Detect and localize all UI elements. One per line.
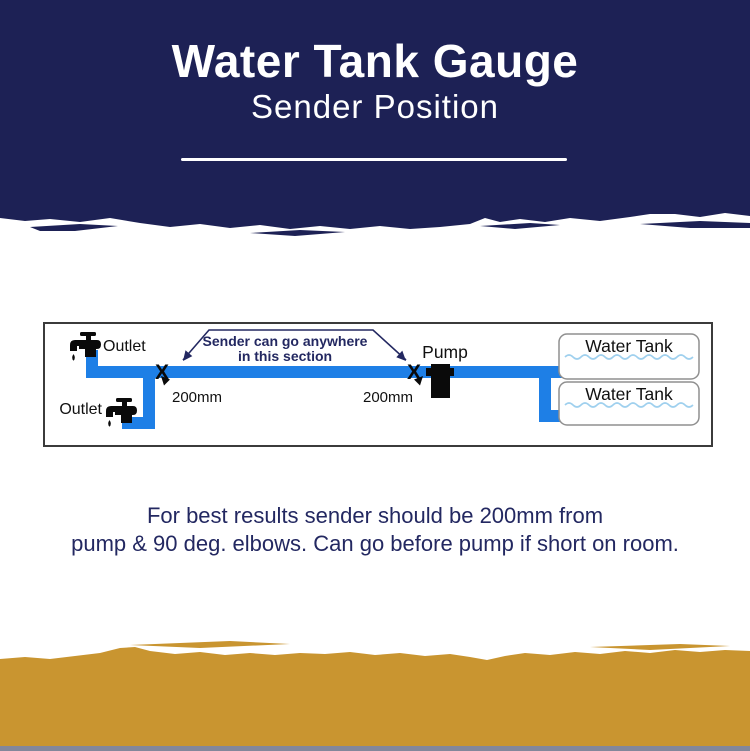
water-tank-bottom-label: Water Tank (585, 384, 673, 404)
faucet-icon (106, 398, 137, 427)
diagram-box: Water Tank Water Tank Outlet (43, 322, 713, 447)
annotation-line2: in this section (238, 348, 332, 364)
small-arrow-icon (161, 376, 170, 386)
header-band (0, 0, 750, 236)
brush-streak (130, 641, 290, 648)
outlet-top-label: Outlet (103, 338, 146, 355)
footer-line1: For best results sender should be 200mm … (146, 503, 604, 528)
water-tank-top-label: Water Tank (585, 336, 673, 356)
footer-note: For best results sender should be 200mm … (0, 502, 750, 558)
footer-line2: pump & 90 deg. elbows. Can go before pum… (71, 531, 679, 556)
page-title: Water Tank Gauge (171, 35, 579, 87)
water-wave-icon (564, 402, 694, 408)
brush-streak (640, 221, 750, 228)
pump-label: Pump (422, 342, 468, 362)
pipe-segment (143, 366, 155, 429)
page-subtitle: Sender Position (251, 88, 499, 125)
arrow-down-left-icon (183, 350, 193, 361)
pump-icon (426, 364, 454, 398)
header-divider (181, 158, 567, 161)
annotation-bracket (182, 329, 407, 361)
water-tank-bottom: Water Tank (558, 381, 700, 426)
water-tank-top: Water Tank (558, 333, 700, 380)
distance-left-label: 200mm (172, 389, 222, 406)
pipe-segment (539, 366, 551, 422)
annotation-line1: Sender can go anywhere (203, 333, 368, 349)
bottom-strip (0, 746, 750, 751)
outlet-bottom-label: Outlet (59, 401, 102, 418)
brush-streak (250, 230, 345, 236)
brush-streak (590, 644, 730, 650)
small-arrow-icon (414, 376, 423, 386)
arrow-down-right-icon (396, 350, 406, 361)
water-wave-icon (564, 354, 694, 360)
sender-annotation: Sender can go anywhere in this section (182, 329, 407, 364)
faucet-icon (70, 332, 101, 361)
brush-streak (480, 223, 560, 229)
distance-right-label: 200mm (363, 389, 413, 406)
brush-streak (30, 224, 118, 231)
